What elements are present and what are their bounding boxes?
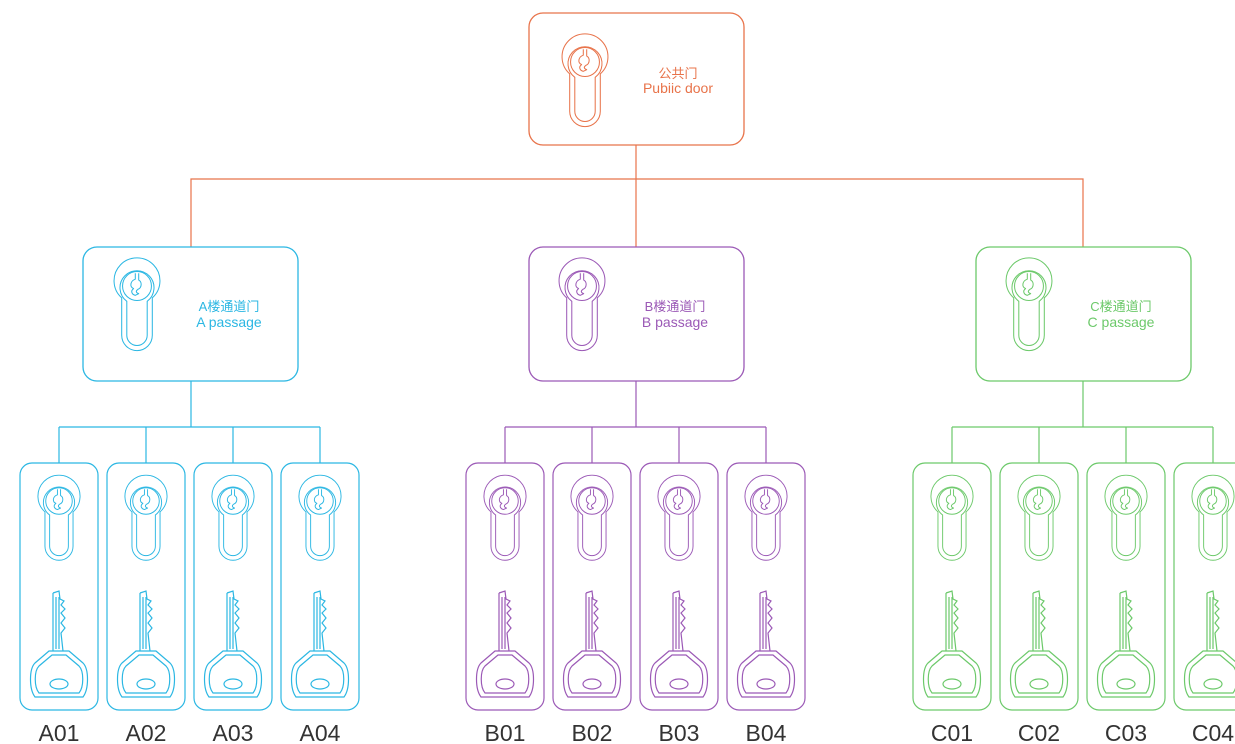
public-door-node: 公共门 Pubiic door [529,13,744,145]
room-label: B03 [659,720,700,744]
lock-cylinder-icon [1006,258,1052,351]
room-card-frame [466,463,544,710]
passage-c-node: C楼通道门 C passage [976,247,1191,381]
lock-cylinder-icon [745,475,787,560]
lock-cylinder-icon [212,475,254,560]
passage-b-node: B楼通道门 B passage [529,247,744,381]
lock-cylinder-icon [658,475,700,560]
public-door-title-zh: 公共门 [658,66,697,81]
room-label: C03 [1105,720,1147,744]
room-card-a03: A03 [194,463,272,744]
passage-a-box [83,247,298,381]
key-icon [924,591,981,697]
room-card-frame [194,463,272,710]
room-card-frame [553,463,631,710]
passage-a-title-zh: A楼通道门 [199,299,260,314]
room-card-c02: C02 [1000,463,1078,744]
room-label: A01 [39,720,80,744]
lock-cylinder-icon [484,475,526,560]
room-label: B02 [572,720,613,744]
room-card-frame [727,463,805,710]
room-label: C02 [1018,720,1060,744]
key-icon [1098,591,1155,697]
passage-a-rooms: A01 A02 A03 A04 [20,463,359,744]
passage-b-box [529,247,744,381]
lock-cylinder-icon [38,475,80,560]
passage-c-rooms: C01 C02 C03 C04 [913,463,1235,744]
public-door-box [529,13,744,145]
passage-c-title-en: C passage [1088,314,1155,330]
lock-cylinder-icon [1018,475,1060,560]
passage-c-title-zh: C楼通道门 [1090,299,1151,314]
key-icon [205,591,262,697]
key-icon [1011,591,1068,697]
lock-cylinder-icon [114,258,160,351]
room-card-frame [107,463,185,710]
room-label: B04 [746,720,787,744]
lock-cylinder-icon [571,475,613,560]
room-label: A02 [126,720,167,744]
room-card-b04: B04 [727,463,805,744]
passage-b-rooms: B01 B02 B03 B04 [466,463,805,744]
room-card-b03: B03 [640,463,718,744]
key-icon [292,591,349,697]
lock-cylinder-icon [931,475,973,560]
room-label: C01 [931,720,973,744]
key-icon [1185,591,1235,697]
room-card-a04: A04 [281,463,359,744]
key-icon [31,591,88,697]
passage-b-title-zh: B楼通道门 [645,299,706,314]
lock-cylinder-icon [125,475,167,560]
room-card-frame [1000,463,1078,710]
room-label: C04 [1192,720,1234,744]
lock-cylinder-icon [1105,475,1147,560]
room-card-b02: B02 [553,463,631,744]
room-card-c04: C04 [1174,463,1235,744]
lock-cylinder-icon [1192,475,1234,560]
public-door-title-en: Pubiic door [643,80,713,96]
key-icon [651,591,708,697]
room-label: A04 [300,720,341,744]
room-card-frame [1087,463,1165,710]
room-card-a01: A01 [20,463,98,744]
passage-a-title-en: A passage [196,314,262,330]
key-icon [738,591,795,697]
passage-c-box [976,247,1191,381]
room-card-c03: C03 [1087,463,1165,744]
passage-b-title-en: B passage [642,314,708,330]
room-card-frame [913,463,991,710]
room-card-frame [20,463,98,710]
room-card-frame [281,463,359,710]
room-card-b01: B01 [466,463,544,744]
lock-cylinder-icon [299,475,341,560]
lock-cylinder-icon [559,258,605,351]
lock-cylinder-icon [562,34,608,127]
key-icon [477,591,534,697]
room-label: B01 [485,720,526,744]
key-icon [118,591,175,697]
room-card-frame [640,463,718,710]
key-icon [564,591,621,697]
passage-a-node: A楼通道门 A passage [83,247,298,381]
room-card-a02: A02 [107,463,185,744]
room-card-c01: C01 [913,463,991,744]
room-label: A03 [213,720,254,744]
